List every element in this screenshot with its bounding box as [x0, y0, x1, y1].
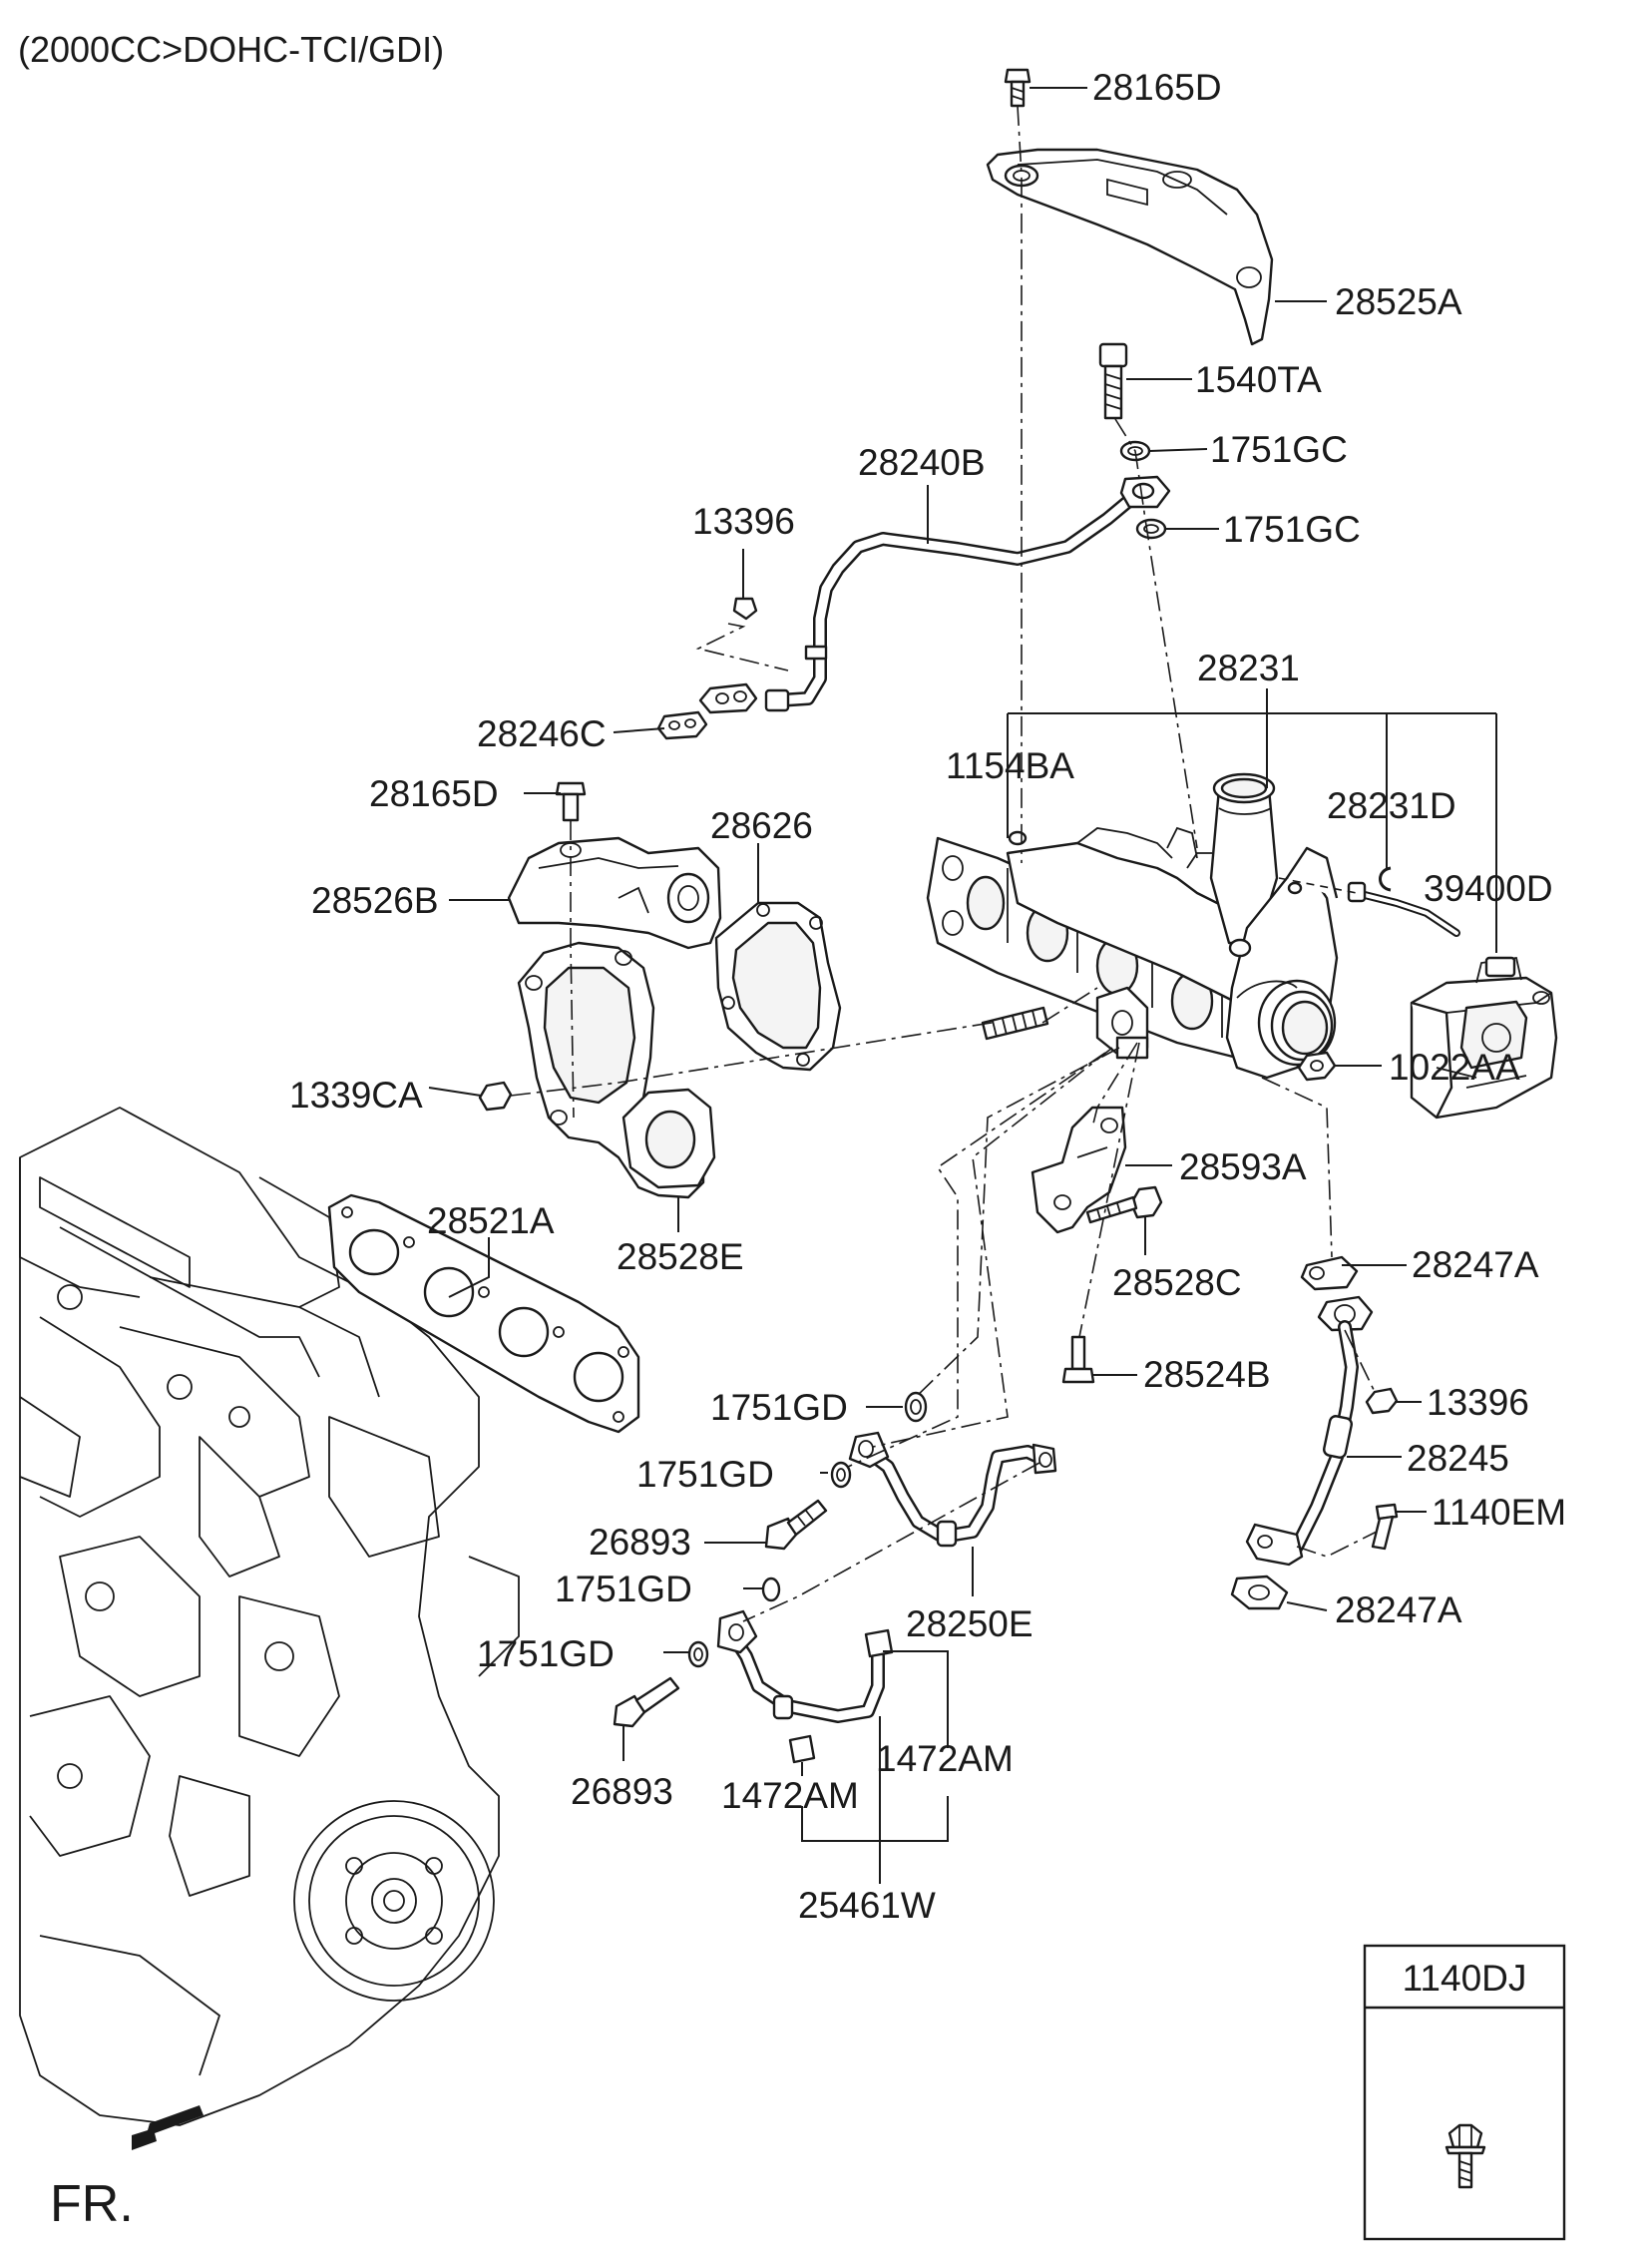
- label-39400d: 39400D: [1424, 868, 1553, 909]
- label-28246c: 28246C: [477, 713, 607, 754]
- oil-return-pipe-28245: [1245, 1255, 1374, 1567]
- label-28626: 28626: [710, 805, 813, 846]
- wastegate-actuator-39400d: [1347, 881, 1558, 1120]
- label-28165d-top: 28165D: [1092, 67, 1222, 108]
- coolant-pipe-lower: [716, 1609, 885, 1723]
- label-28250e: 28250E: [906, 1603, 1033, 1644]
- label-28524b: 28524B: [1143, 1354, 1271, 1395]
- label-1751gc-a: 1751GC: [1210, 429, 1348, 470]
- washer-1751gd-b: [830, 1461, 852, 1489]
- bolt-icon: [1445, 2123, 1486, 2189]
- coolant-pipe-28250e: [848, 1431, 1057, 1548]
- bolt-26893-a: [764, 1499, 828, 1551]
- gasket-28626: [714, 901, 842, 1072]
- stud-1154ba: [981, 1006, 1049, 1041]
- turbocharger-assembly-28231: [926, 772, 1339, 1080]
- label-13396-b: 13396: [1427, 1382, 1529, 1423]
- label-28231: 28231: [1197, 648, 1300, 688]
- part-number-labels: 28165D 28525A 1540TA 1751GC 28240B 1751G…: [289, 67, 1566, 1926]
- label-1751gc-b: 1751GC: [1223, 509, 1361, 550]
- label-26893-a: 26893: [589, 1522, 691, 1563]
- inset-box-1140dj: 1140DJ: [1363, 1944, 1566, 2241]
- front-arrow-icon: [132, 2105, 204, 2150]
- label-1540ta: 1540TA: [1195, 359, 1322, 400]
- engine-block: [19, 1107, 520, 2126]
- label-1751gd-a: 1751GD: [710, 1387, 848, 1428]
- label-28526b: 28526B: [311, 880, 439, 921]
- washer-1751gd-a: [904, 1391, 928, 1423]
- label-1339ca: 1339CA: [289, 1075, 423, 1116]
- label-28521a: 28521A: [427, 1200, 555, 1241]
- manifold-gasket-28521a: [327, 1193, 640, 1434]
- inset-title: 1140DJ: [1403, 1958, 1527, 1999]
- washer-1751gc-lower: [1135, 518, 1167, 540]
- label-1140em: 1140EM: [1432, 1492, 1566, 1533]
- engine-spec-header: (2000CC>DOHC-TCI/GDI): [18, 29, 444, 70]
- bracket-28593a: [1031, 1106, 1127, 1234]
- label-28245: 28245: [1407, 1438, 1509, 1479]
- bolt-28165d-mid: [555, 781, 587, 822]
- label-1472am-b: 1472AM: [721, 1775, 859, 1816]
- label-26893-b: 26893: [571, 1771, 673, 1812]
- cap-1472am-upper: [864, 1628, 894, 1658]
- cap-1472am-lower: [788, 1734, 816, 1764]
- label-1751gd-d: 1751GD: [477, 1633, 615, 1674]
- bolt-1540ta: [1098, 342, 1128, 420]
- bolt-28528c: [1085, 1185, 1163, 1224]
- bolt-1140em: [1371, 1503, 1399, 1551]
- front-orientation: FR.: [50, 2105, 204, 2233]
- label-1751gd-c: 1751GD: [555, 1569, 692, 1609]
- clip-28231d: [1379, 866, 1392, 892]
- bolt-28524b: [1061, 1335, 1095, 1384]
- assembly-centerlines: [510, 105, 1378, 1622]
- nut-1022aa: [1297, 1051, 1337, 1082]
- label-1022aa: 1022AA: [1389, 1047, 1520, 1088]
- label-28247a-b: 28247A: [1335, 1589, 1462, 1630]
- label-28528c: 28528C: [1112, 1262, 1242, 1303]
- label-28247a-a: 28247A: [1412, 1244, 1539, 1285]
- washer-1751gd-d: [687, 1640, 709, 1668]
- nut-13396-lower: [1365, 1387, 1399, 1415]
- label-25461w: 25461W: [798, 1885, 936, 1926]
- nut-1339ca: [478, 1081, 513, 1112]
- clamp-28246c: [656, 682, 758, 740]
- heat-shield-upper: [986, 148, 1274, 346]
- label-1472am-a: 1472AM: [876, 1738, 1014, 1779]
- label-28593a: 28593A: [1179, 1146, 1307, 1187]
- heat-shield-28526b: [507, 836, 722, 950]
- label-28231d: 28231D: [1327, 785, 1456, 826]
- label-28165d-mid: 28165D: [369, 773, 499, 814]
- label-28240b: 28240B: [858, 442, 986, 483]
- gasket-28247a-lower: [1230, 1575, 1289, 1610]
- label-13396-a: 13396: [692, 501, 795, 542]
- washer-1751gd-c: [761, 1577, 781, 1602]
- oil-feed-pipe-28240b: [764, 475, 1171, 712]
- label-1751gd-b: 1751GD: [636, 1454, 774, 1495]
- bolt-26893-b: [613, 1676, 680, 1728]
- bolt-28165d-top: [1004, 68, 1032, 108]
- label-28528e: 28528E: [617, 1236, 744, 1277]
- front-label: FR.: [50, 2175, 134, 2233]
- nut-13396-upper: [732, 597, 758, 621]
- turbine-shield-28528e: [517, 941, 716, 1199]
- label-28525a: 28525A: [1335, 281, 1462, 322]
- label-1154ba: 1154BA: [946, 745, 1074, 786]
- callout-leaders: [428, 87, 1497, 1884]
